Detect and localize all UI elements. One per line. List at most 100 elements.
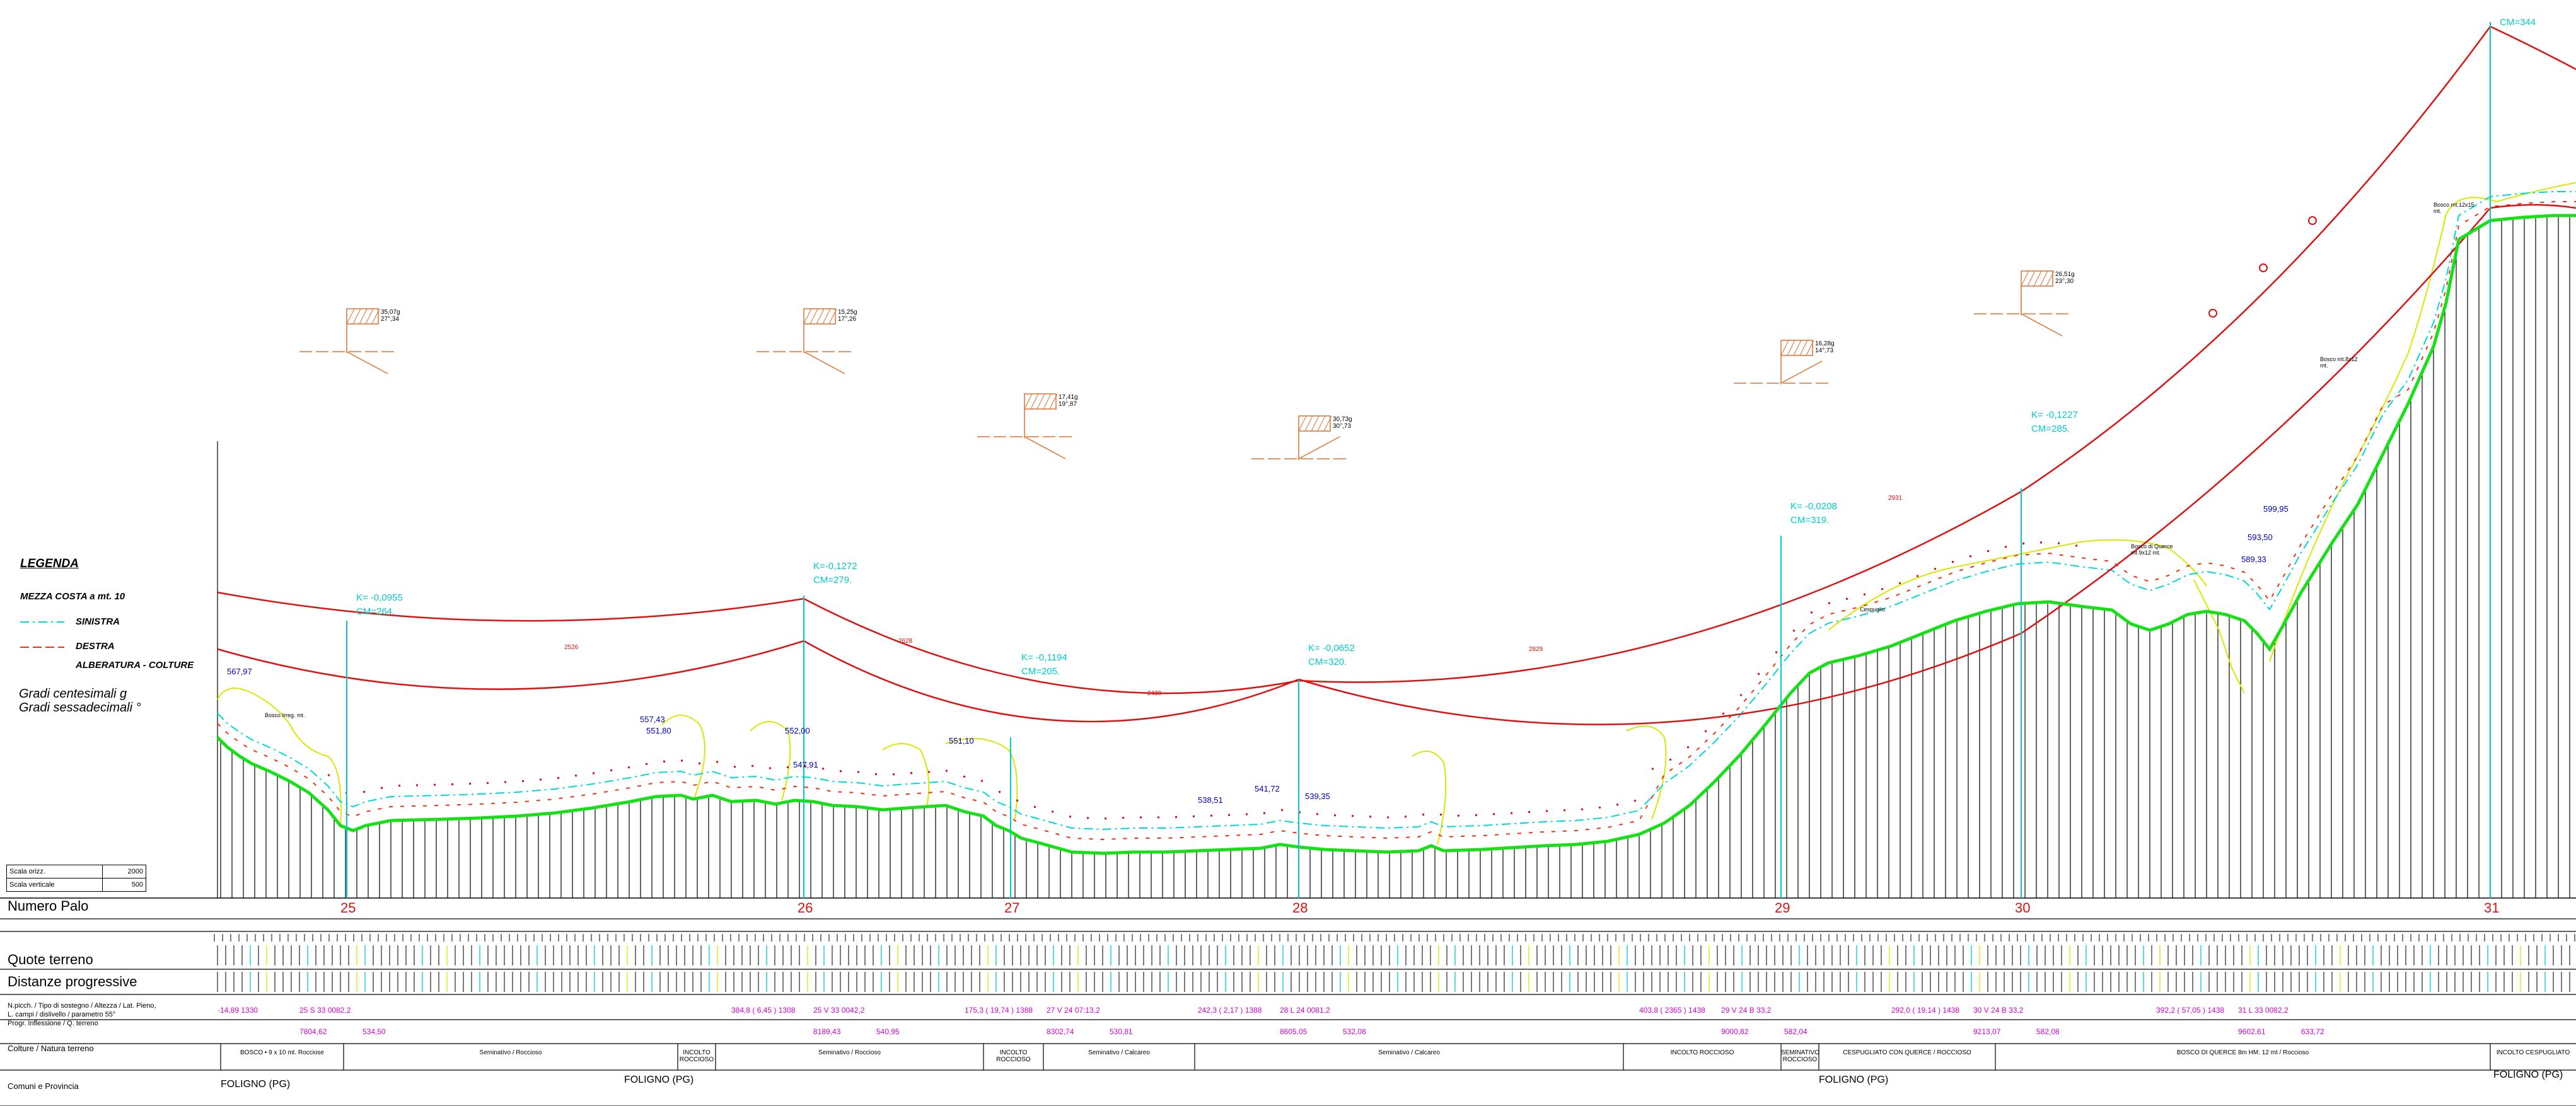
angle-direction xyxy=(1024,436,1066,459)
angle-hatch-stroke xyxy=(1311,415,1320,432)
elevation-label: 599,95 xyxy=(2263,504,2289,514)
conductor-marker xyxy=(2259,263,2268,272)
angle-hatch-stroke xyxy=(352,308,361,325)
pole-cm-value: CM=344 xyxy=(2500,17,2536,28)
angle-hatch-stroke xyxy=(809,308,818,325)
pole-number: 31 xyxy=(2484,900,2500,916)
tipo-value: 633,72 xyxy=(2301,1027,2324,1036)
tipo-value: 403,8 ( 2365 ) 1438 xyxy=(1639,1006,1705,1015)
angle-hatch-stroke xyxy=(1780,340,1789,356)
angle-value-g: 35,07g xyxy=(381,309,400,316)
tipo-value: 582,08 xyxy=(2036,1027,2060,1036)
vegetation-outline xyxy=(882,743,930,807)
angle-hatch-stroke xyxy=(2033,270,2042,287)
angle-hatch-stroke xyxy=(2046,270,2055,287)
scale-orizz-value: 2000 xyxy=(102,865,146,878)
colture-cell: INCOLTO ROCCIOSO xyxy=(1670,1049,1734,1056)
elevation-label: 541,72 xyxy=(1255,784,1280,793)
elevation-label: 552,00 xyxy=(785,726,810,735)
tipo-value: 582,04 xyxy=(1784,1027,1807,1036)
tipo-value: 8605,05 xyxy=(1280,1027,1308,1036)
comune-label: FOLIGNO (PG) xyxy=(221,1079,291,1090)
pole-cm-value: CM=319. xyxy=(1790,515,1830,526)
angle-hatch-box xyxy=(1298,415,1331,432)
angle-hatch-stroke xyxy=(365,308,374,325)
ground-profile xyxy=(216,214,2576,855)
angle-value-g: 26,51g xyxy=(2055,271,2075,278)
colture-cell: BOSCO DI QUERCE 8m HM. 12 mt / Roccioso xyxy=(2176,1049,2309,1056)
pole-number: 28 xyxy=(1292,900,1308,916)
angle-direction xyxy=(803,351,845,374)
offset-sinistra-line xyxy=(217,191,2576,831)
angle-hatch-box xyxy=(346,308,379,325)
tipo-value: 292,0 ( 19,14 ) 1438 xyxy=(1891,1006,1960,1015)
pole-number: 25 xyxy=(340,900,356,916)
tipo-value: 29 V 24 B 33,2 xyxy=(1721,1006,1772,1015)
angle-hatch-stroke xyxy=(1793,340,1802,356)
angle-hatch-stroke xyxy=(1298,415,1307,432)
clearance-dotted-line xyxy=(328,541,2077,820)
angle-value-deg: 27°,34 xyxy=(381,316,400,323)
angle-hatch-stroke xyxy=(2027,270,2036,287)
angle-hatch-stroke xyxy=(822,308,831,325)
tipo-value: 530,81 xyxy=(1110,1027,1133,1036)
angle-value-g: 15,25g xyxy=(838,309,857,316)
conductor-upper-span xyxy=(1298,490,2022,683)
pole-number: 30 xyxy=(2015,900,2031,916)
conductor-lower-span xyxy=(217,640,804,690)
angle-hatch-stroke xyxy=(1030,393,1039,410)
tipo-value: 540,95 xyxy=(876,1027,900,1036)
angle-hatch-stroke xyxy=(1049,393,1058,410)
conductor-lower-span xyxy=(2021,207,2491,635)
angle-hatch-stroke xyxy=(816,308,825,325)
elevation-label: 567,97 xyxy=(227,667,252,676)
pole-number: 29 xyxy=(1775,900,1790,916)
angle-direction xyxy=(2021,313,2063,337)
elevation-label: 551,80 xyxy=(646,726,671,735)
angle-hatch-stroke xyxy=(828,308,837,325)
data-table xyxy=(0,918,2576,1106)
legend-sinistra-swatch xyxy=(20,621,64,623)
legend-gradi-sessadecimali: Gradi sessadecimali ° xyxy=(19,701,141,715)
legend-sinistra: SINISTRA xyxy=(76,616,120,627)
tipo-value: 31 L 33 0082,2 xyxy=(2238,1006,2289,1015)
tipo-value: 532,08 xyxy=(1343,1027,1366,1036)
conductor-marker xyxy=(2208,309,2217,318)
span-label: 2526 xyxy=(564,644,579,651)
pole-k-value: K=-0,1272 xyxy=(813,561,857,572)
colture-cell: BOSCO • 9 x 10 mt. Rocciose xyxy=(240,1049,324,1056)
legend-title: LEGENDA xyxy=(20,557,79,570)
row-distanze-progressive: Distanze progressive xyxy=(8,974,137,989)
angle-value-deg: 19°,87 xyxy=(1059,401,1077,408)
offset-destra-line xyxy=(217,201,2576,841)
colture-cell: INCOLTO ROCCIOSO xyxy=(679,1049,714,1063)
pole-cm-value: CM=205. xyxy=(1021,666,1060,677)
angle-diagrams xyxy=(299,270,2068,460)
conductor-upper-span xyxy=(217,591,804,622)
angle-hatch-stroke xyxy=(1024,393,1033,410)
elevation-label: 593,50 xyxy=(2248,533,2273,542)
colture-cell: CESPUGLIATO CON QUERCE / ROCCIOSO xyxy=(1843,1049,1971,1056)
row-numero-palo: Numero Palo xyxy=(8,898,89,914)
angle-hatch-stroke xyxy=(1323,415,1332,432)
vegetation-outline xyxy=(1626,725,1667,820)
colture-cell: Seminativo / Calcareo xyxy=(1088,1049,1150,1056)
angle-hatch-box xyxy=(2021,270,2053,287)
tipo-value: 8189,43 xyxy=(813,1027,841,1036)
tipo-value: 392,2 ( 57,05 ) 1438 xyxy=(2156,1006,2225,1015)
tipo-value: 175,3 ( 19,74 ) 1388 xyxy=(965,1006,1033,1015)
angle-hatch-stroke xyxy=(1036,393,1045,410)
comune-label: FOLIGNO (PG) xyxy=(1819,1074,1889,1085)
conductor-upper-span xyxy=(803,597,1299,694)
elevation-label: 551,10 xyxy=(949,736,974,746)
pole-k-value: K= -0,1227 xyxy=(2031,410,2078,420)
elevation-label: 589,33 xyxy=(2241,555,2266,564)
colture-cell: SEMINATIVO ROCCIOSO xyxy=(1781,1049,1819,1063)
tipo-value: 9602,61 xyxy=(2238,1027,2266,1036)
vegetation-outlines xyxy=(217,182,2576,845)
span-label: 2628 xyxy=(898,638,913,645)
conductor-catenaries xyxy=(217,25,2576,820)
angle-value-g: 30,73g xyxy=(1333,416,1352,423)
conductor-lower-span xyxy=(1298,632,2022,725)
